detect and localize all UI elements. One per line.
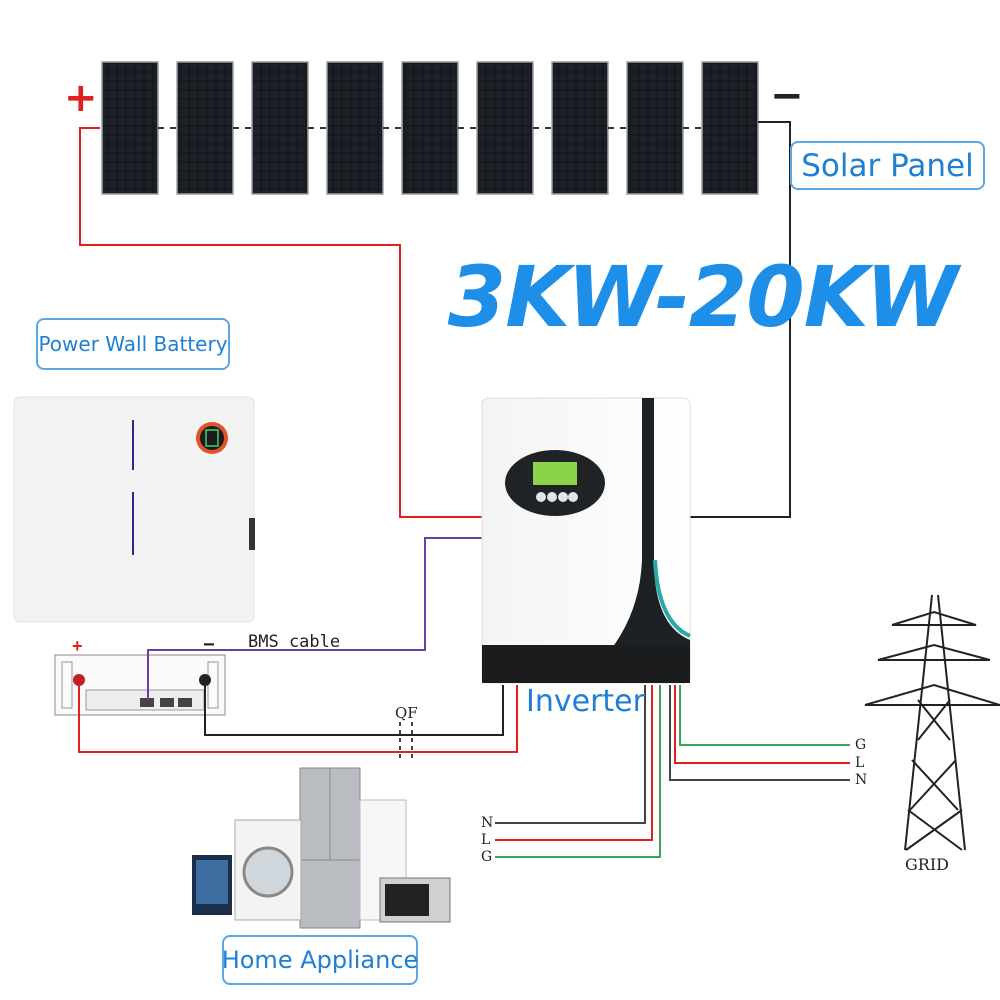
grid-tower-icon — [864, 594, 1000, 851]
power-wall-battery — [13, 396, 255, 623]
battery-label: Power Wall Battery — [36, 318, 230, 370]
pv-wiring — [79, 121, 791, 518]
load-terminal-g: G — [481, 849, 493, 865]
solar-panel-icon — [626, 61, 684, 195]
solar-panel-icon — [251, 61, 309, 195]
solar-panel-icon — [701, 61, 759, 195]
pv-negative-sign: − — [770, 73, 804, 119]
battery-wiring — [78, 537, 518, 762]
load-terminal-n: N — [481, 815, 494, 831]
grid-wiring — [669, 685, 850, 781]
solar-panel-icon — [476, 61, 534, 195]
load-wiring — [495, 685, 661, 858]
qf-breaker-label: QF — [395, 704, 418, 722]
battery-negative-sign: − — [203, 634, 215, 656]
solar-panel-icon — [401, 61, 459, 195]
battery-rack-module — [54, 654, 226, 716]
inverter-unit — [481, 397, 691, 684]
grid-terminal-l: L — [855, 755, 865, 771]
solar-panel-icon — [551, 61, 609, 195]
home-appliance-label: Home Appliance — [222, 935, 418, 985]
load-terminal-l: L — [481, 832, 491, 848]
solar-panel-label: Solar Panel — [790, 141, 985, 190]
inverter-label: Inverter — [526, 684, 645, 719]
solar-panel-array — [101, 61, 759, 195]
pv-positive-sign: + — [64, 75, 98, 121]
appliance-icon — [192, 767, 451, 929]
solar-panel-icon — [326, 61, 384, 195]
battery-positive-sign: + — [72, 636, 83, 656]
grid-terminal-g: G — [855, 737, 867, 753]
bms-cable-label: BMS cable — [248, 632, 341, 652]
power-range-headline: 3KW-20KW — [447, 248, 958, 346]
solar-panel-icon — [176, 61, 234, 195]
solar-panel-icon — [101, 61, 159, 195]
grid-terminal-n: N — [855, 772, 868, 788]
grid-label: GRID — [905, 855, 949, 874]
